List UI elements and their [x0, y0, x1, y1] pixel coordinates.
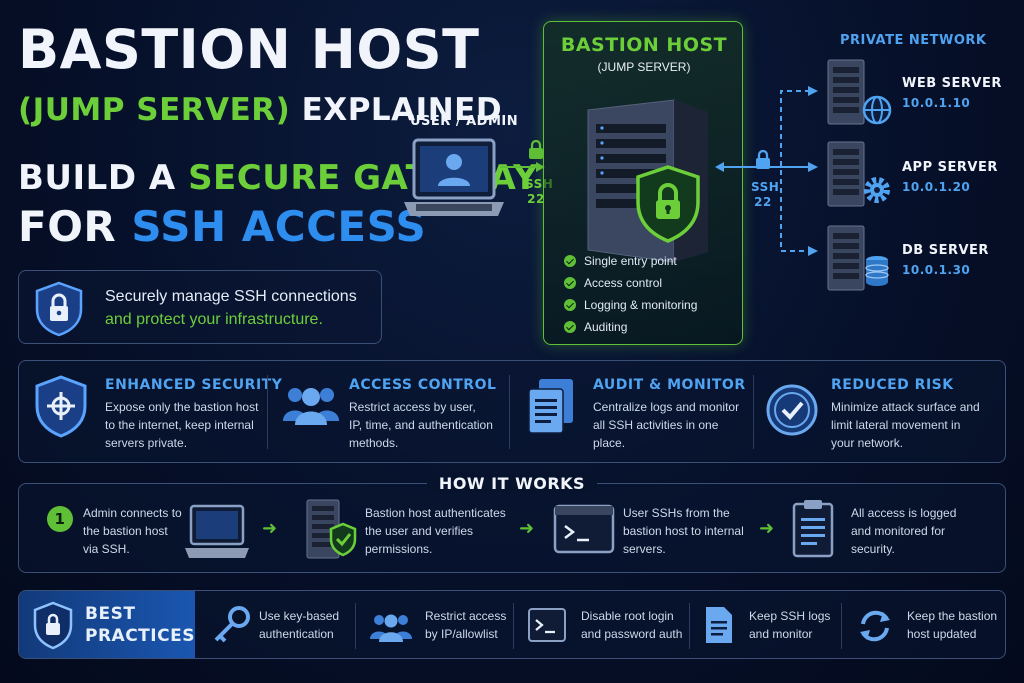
check-icon	[564, 277, 576, 289]
document-icon	[703, 605, 735, 650]
web-server-ip: 10.0.1.10	[902, 96, 971, 110]
check-icon	[564, 255, 576, 267]
intro-box: Securely manage SSH connections and prot…	[18, 270, 382, 344]
feature-single-entry: Single entry point	[564, 254, 677, 268]
app-server-ip: 10.0.1.20	[902, 180, 971, 194]
padlock-icon-right	[754, 149, 772, 175]
network-branch-lines	[780, 86, 818, 256]
feature-access-control-title: ACCESS CONTROL	[349, 377, 497, 393]
shield-lock-icon	[31, 601, 75, 656]
feature-reduced-risk-title: REDUCED RISK	[831, 377, 954, 393]
subtitle-for: FOR	[18, 202, 117, 251]
intro-text-line1: Securely manage SSH connections	[105, 288, 357, 305]
how-it-works-title: HOW IT WORKS	[0, 474, 1024, 493]
db-server-rack-icon	[826, 224, 896, 299]
database-icon	[865, 256, 889, 286]
padlock-icon-left	[527, 139, 545, 165]
users-icon	[281, 383, 341, 432]
subtitle-ssh-access: SSH ACCESS	[131, 202, 427, 251]
check-icon	[564, 321, 576, 333]
divider	[689, 603, 690, 649]
subtitle-build-a: BUILD A	[18, 158, 176, 198]
terminal-icon	[527, 607, 567, 648]
feature-access-control: Access control	[564, 276, 662, 290]
best-practices-header: BEST PRACTICES	[19, 591, 195, 658]
divider	[509, 375, 510, 449]
app-server-rack-icon	[826, 140, 896, 215]
db-server-name: DB SERVER	[902, 243, 989, 258]
step-arrow-icon: ➜	[262, 518, 278, 538]
features-panel: ENHANCED SECURITY Expose only the bastio…	[18, 360, 1006, 463]
globe-icon	[862, 95, 892, 125]
arrow-user-to-bastion	[500, 162, 545, 172]
feature-enhanced-security-title: ENHANCED SECURITY	[105, 377, 283, 393]
server-shield-icon	[303, 498, 357, 565]
refresh-icon	[855, 607, 895, 650]
best-practices-title: BEST PRACTICES	[85, 604, 195, 646]
feature-logging: Logging & monitoring	[564, 298, 697, 312]
divider	[841, 603, 842, 649]
laptop-user-icon	[402, 138, 506, 229]
check-circle-icon	[765, 383, 819, 442]
intro-text-line2: and protect your infrastructure.	[105, 311, 323, 328]
shield-lock-icon	[33, 281, 85, 342]
shield-icon	[33, 375, 89, 444]
users-icon	[369, 611, 413, 648]
feature-auditing: Auditing	[564, 320, 627, 334]
divider	[355, 603, 356, 649]
main-title: BASTION HOST	[18, 18, 480, 81]
step-number-badge: 1	[47, 506, 73, 532]
clipboard-icon	[791, 498, 835, 563]
divider	[513, 603, 514, 649]
gear-icon	[864, 177, 890, 203]
web-server-name: WEB SERVER	[902, 76, 1002, 91]
db-server-ip: 10.0.1.30	[902, 263, 971, 277]
terminal-icon	[553, 504, 615, 559]
subtitle-line2: FOR SSH ACCESS	[18, 203, 426, 251]
ssh-port-right: SSH 22	[751, 180, 780, 209]
web-server-rack-icon	[826, 58, 896, 133]
step-arrow-icon: ➜	[519, 518, 535, 538]
private-network-label: PRIVATE NETWORK	[840, 33, 987, 48]
bastion-title: BASTION HOST	[560, 34, 728, 56]
main-title-line2: (JUMP SERVER) EXPLAINED	[18, 90, 502, 130]
title-explained: EXPLAINED	[301, 92, 503, 128]
green-shield-lock-icon	[633, 164, 703, 249]
check-icon	[564, 299, 576, 311]
app-server-name: APP SERVER	[902, 160, 998, 175]
feature-audit-monitor-title: AUDIT & MONITOR	[593, 377, 746, 393]
feature-access-control-desc: Restrict access by user,IP, time, and au…	[349, 400, 493, 450]
user-admin-label: USER / ADMIN	[410, 114, 519, 129]
laptop-icon	[183, 504, 251, 565]
divider	[267, 375, 268, 449]
divider	[753, 375, 754, 449]
key-icon	[211, 605, 251, 650]
title-jump-server: (JUMP SERVER)	[18, 92, 291, 128]
bastion-subtitle: (JUMP SERVER)	[597, 60, 691, 74]
bastion-host-panel: BASTION HOST (JUMP SERVER) Single entry …	[543, 21, 743, 345]
step-arrow-icon: ➜	[759, 518, 775, 538]
documents-icon	[525, 377, 577, 442]
